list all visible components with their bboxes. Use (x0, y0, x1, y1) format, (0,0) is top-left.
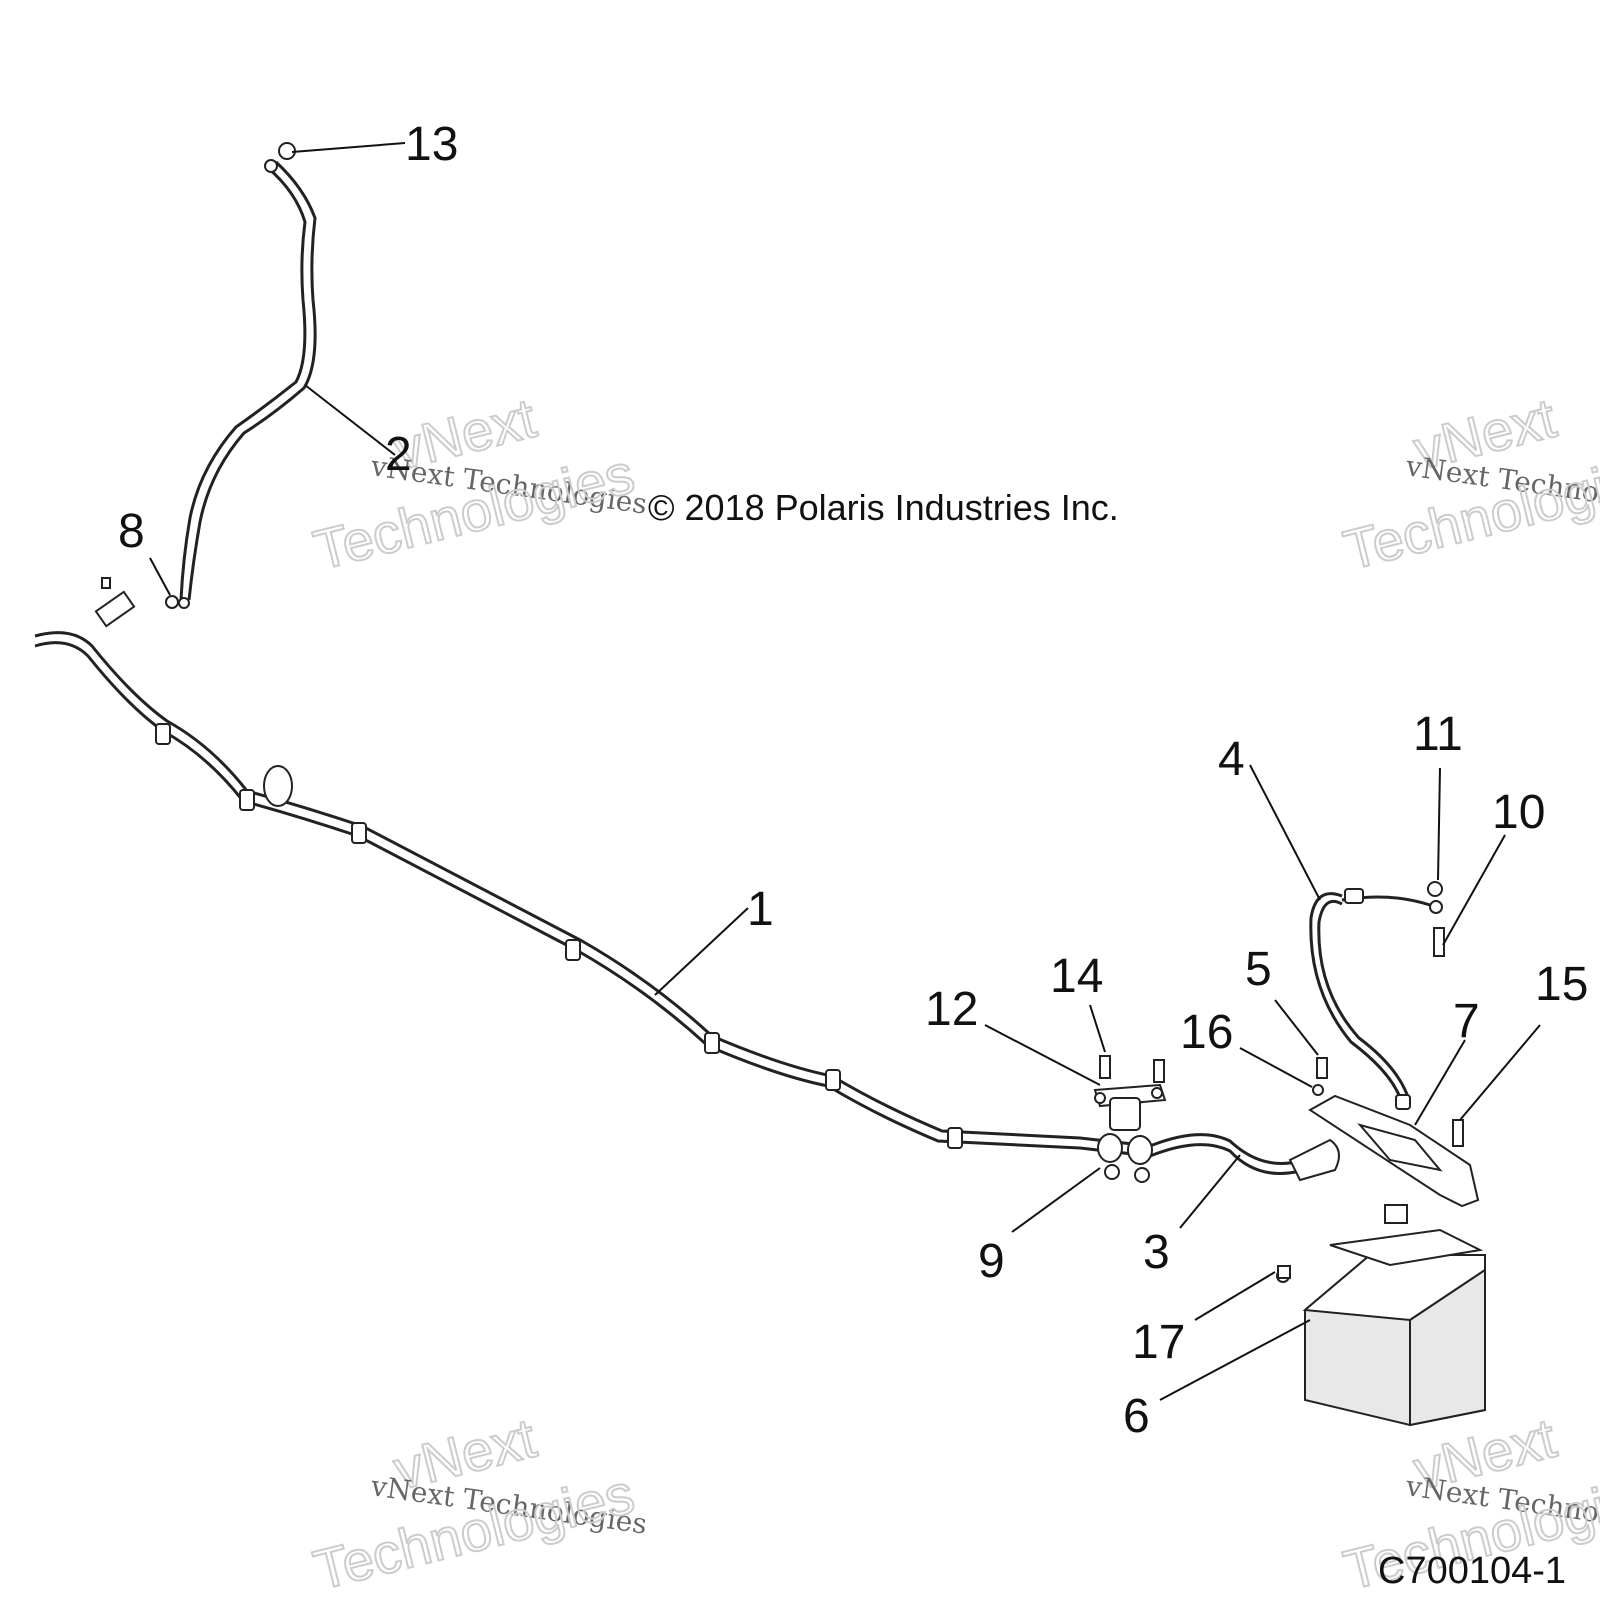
callout-4: 4 (1218, 733, 1245, 786)
washer-part-16 (1312, 1084, 1324, 1096)
callout-11: 11 (1413, 708, 1463, 761)
nut-part-9 (1104, 1164, 1150, 1183)
cable-connector (1097, 1133, 1153, 1165)
nut-part-11 (1427, 881, 1443, 897)
callout-13: 13 (405, 118, 458, 171)
cable-part-3-boot (1288, 1138, 1340, 1182)
cable-part-4 (1309, 888, 1443, 1110)
callout-3: 3 (1143, 1226, 1170, 1279)
callout-12: 12 (925, 983, 978, 1036)
callout-7: 7 (1453, 995, 1480, 1048)
callout-14: 14 (1050, 950, 1103, 1003)
bolt-part-14 (1099, 1055, 1165, 1083)
callout-15: 15 (1535, 958, 1588, 1011)
battery-part-6 (1276, 1204, 1486, 1427)
callout-6: 6 (1123, 1390, 1150, 1443)
bolt-part-5 (1316, 1057, 1328, 1079)
callout-10: 10 (1492, 786, 1545, 839)
bracket-part-7 (1308, 1094, 1480, 1208)
callout-16: 16 (1180, 1006, 1233, 1059)
cap-part-17 (1277, 1265, 1291, 1279)
watermark-top-right: vNext vNext Technologies Technologies (1337, 385, 1600, 583)
callout-8: 8 (118, 505, 145, 558)
watermark-top-left: vNext vNext Technologies Technologies (307, 385, 649, 583)
bolt-part-10 (1433, 927, 1445, 957)
diagram-code: C700104-1 (1378, 1550, 1566, 1592)
bolt-part-15 (1452, 1119, 1464, 1147)
watermark-bottom-left: vNext vNext Technologies Technologies (307, 1405, 649, 1600)
bracket-part-12 (1093, 1083, 1167, 1131)
callout-1: 1 (747, 883, 774, 936)
nut-part-8 (165, 595, 179, 609)
callout-9: 9 (978, 1235, 1005, 1288)
copyright-text: © 2018 Polaris Industries Inc. (648, 487, 1119, 528)
leader-lines (149, 142, 1541, 1401)
callout-2: 2 (385, 428, 412, 481)
callout-5: 5 (1245, 943, 1272, 996)
callout-17: 17 (1132, 1316, 1185, 1369)
cable-part-2 (178, 159, 317, 609)
cable-part-1 (34, 577, 1301, 1175)
